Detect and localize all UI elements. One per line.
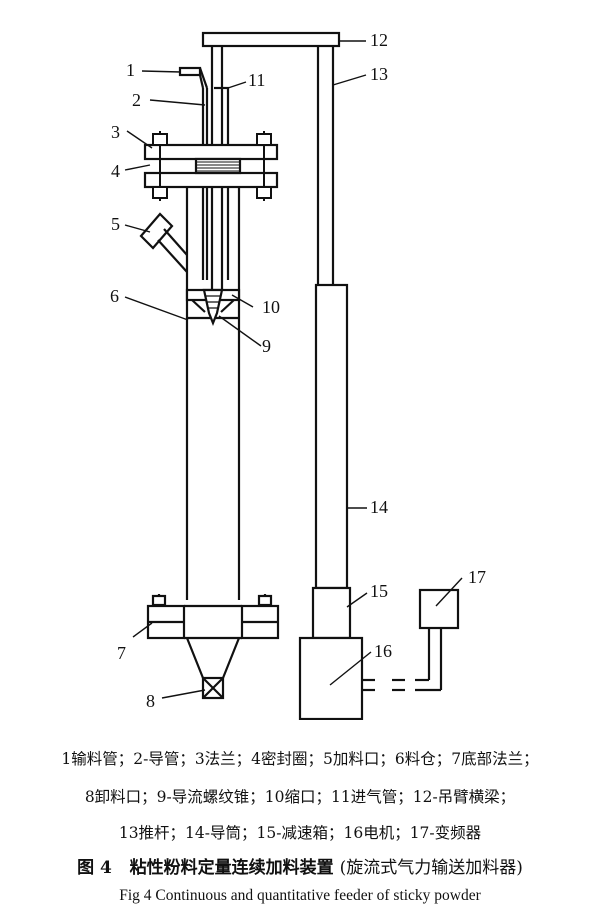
boom-crossbeam	[201, 31, 341, 48]
feed-pipe	[178, 66, 209, 89]
figure-title-en: Fig 4 Continuous and quantitative feeder…	[119, 887, 481, 904]
legend-line: 8卸料口；9-导流螺纹锥；10缩口；11进气管；12-吊臂横梁；	[84, 788, 516, 806]
label-9: 9	[262, 336, 271, 356]
label-11: 11	[248, 70, 265, 90]
label-2: 2	[132, 90, 141, 110]
frequency-converter	[362, 588, 460, 692]
reducer-gearbox	[311, 586, 352, 640]
callout-labels: 1 2 3 4 5 6 7 8 9 10 11 12 13 14 15 16 1…	[110, 30, 486, 711]
top-flange	[143, 131, 279, 201]
legend-line: 1输料管；2-导管；3法兰；4密封圈；5加料口；6料仓；7底部法兰；	[61, 750, 539, 768]
figure-title: 图 4 粘性粉料定量连续加料装置 (旋流式气力输送加料器)	[0, 853, 600, 878]
legend-line: 13推杆；14-导筒；15-减速箱；16电机；17-变频器	[118, 824, 482, 842]
motor	[298, 636, 364, 720]
seal-ring	[196, 161, 240, 172]
leader-lines	[124, 40, 463, 699]
label-7: 7	[117, 643, 126, 663]
figure-subtitle-cn: (旋流式气力输送加料器)	[339, 858, 523, 878]
label-3: 3	[111, 122, 120, 142]
label-4: 4	[111, 161, 120, 181]
label-6: 6	[110, 286, 119, 306]
figure-title-cn: 粘性粉料定量连续加料装置	[129, 858, 334, 878]
label-13: 13	[370, 64, 388, 84]
push-rod	[316, 46, 335, 285]
label-12: 12	[370, 30, 388, 50]
label-17: 17	[468, 567, 486, 587]
bottom-flange	[146, 594, 280, 640]
discharge-outlet	[185, 637, 241, 700]
guide-screw-cone	[202, 288, 224, 326]
guide-cylinder	[314, 283, 349, 590]
figure-number: 图 4	[77, 858, 112, 878]
label-14: 14	[370, 497, 388, 517]
feeder-diagram: 1 2 3 4 5 6 7 8 9 10 11 12 13 14 15 16 1…	[110, 30, 486, 720]
label-1: 1	[126, 60, 135, 80]
feed-inlet	[139, 212, 188, 273]
label-5: 5	[111, 214, 120, 234]
label-16: 16	[374, 641, 392, 661]
label-8: 8	[146, 691, 155, 711]
label-10: 10	[262, 297, 280, 317]
label-15: 15	[370, 581, 388, 601]
